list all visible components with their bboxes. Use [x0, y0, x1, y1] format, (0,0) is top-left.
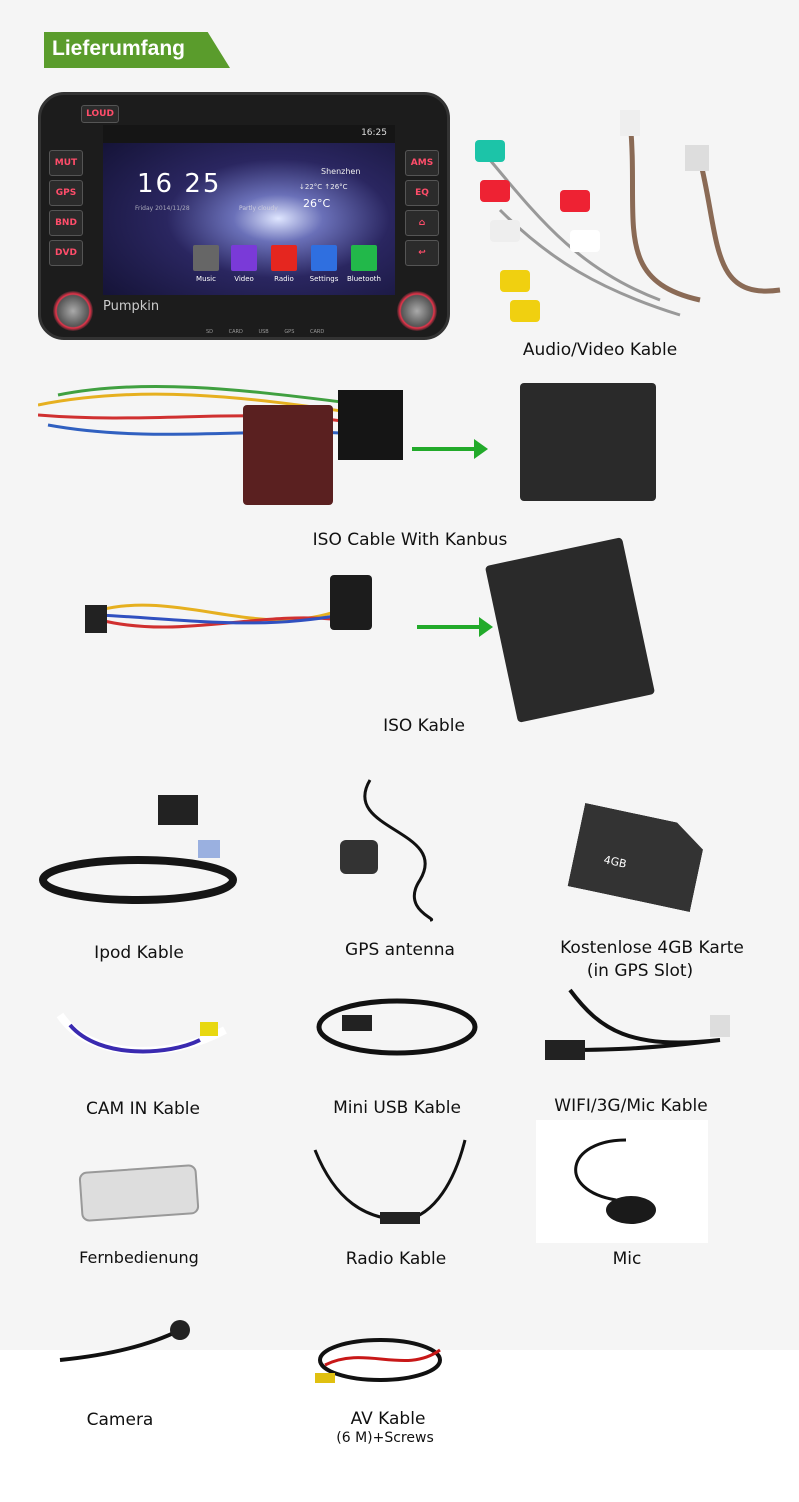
arrow-icon — [412, 439, 488, 459]
av-cable-label: Audio/Video Kable — [522, 340, 678, 360]
micro-sd-card-image: 4GB — [568, 803, 708, 912]
iso-connector-image — [484, 537, 656, 723]
app-label: Music — [196, 275, 216, 283]
av2-label: AV Kable — [350, 1409, 426, 1429]
av-cable-extension-image — [315, 1338, 442, 1383]
screen: 16:25 16 25 Friday 2014/11/28 Shenzhen ↓… — [103, 125, 395, 295]
app-label: Settings — [309, 275, 339, 283]
iso-canbus-label: ISO Cable With Kanbus — [312, 530, 508, 550]
dvd-button: DVD — [49, 240, 83, 266]
eq-button: EQ — [405, 180, 439, 206]
camera-image — [59, 1320, 190, 1362]
weather: Partly cloudy — [239, 205, 278, 212]
head-unit-image: LOUD MUT GPS BND DVD AMS EQ ⌂ ↩ Pumpkin … — [38, 92, 450, 340]
iso-canbus-cable-image — [38, 384, 403, 505]
cam-in-label: CAM IN Kable — [86, 1099, 200, 1119]
loud-button: LOUD — [81, 105, 119, 123]
temp-range: ↓22°C ↑26°C — [299, 183, 348, 191]
ams-button: AMS — [405, 150, 439, 176]
home-button: ⌂ — [405, 210, 439, 236]
date: Friday 2014/11/28 — [135, 205, 190, 212]
bnd-button: BND — [49, 210, 83, 236]
status-time: 16:25 — [361, 128, 387, 138]
radio-cable-image — [313, 1139, 467, 1224]
mini-usb-cable-image — [316, 998, 478, 1056]
temp: 26°C — [303, 197, 331, 210]
section-title: Lieferumfang — [44, 32, 230, 68]
app-label: Radio — [274, 275, 294, 283]
mic-image — [536, 1120, 708, 1243]
wifi-cable-image — [545, 988, 730, 1060]
settings-app-icon — [311, 245, 337, 271]
iso-cable-image — [85, 575, 372, 633]
mini-usb-label: Mini USB Kable — [333, 1098, 461, 1118]
radio-app-icon — [271, 245, 297, 271]
arrow-icon — [417, 617, 493, 637]
clock: 16 25 — [137, 169, 222, 199]
gps-button: GPS — [49, 180, 83, 206]
ipod-cable-image — [39, 795, 237, 904]
app-label: Video — [234, 275, 254, 283]
music-app-icon — [193, 245, 219, 271]
iso-label: ISO Kable — [383, 716, 465, 736]
ports-label: SD CARD USB GPS CARD — [206, 329, 325, 335]
card-note: (in GPS Slot) — [586, 961, 694, 981]
camera-label: Camera — [86, 1410, 154, 1430]
remote-control-image — [78, 1163, 200, 1223]
brand-watermark: Pumpkin — [103, 299, 160, 314]
av2-note: (6 M)+Screws — [336, 1430, 434, 1446]
mut-button: MUT — [49, 150, 83, 176]
iso-connector-image — [520, 383, 656, 501]
gps-label: GPS antenna — [345, 940, 455, 960]
app-label: Bluetooth — [347, 275, 381, 283]
bottom-background — [0, 1350, 799, 1502]
bluetooth-app-icon — [351, 245, 377, 271]
gps-antenna-image — [340, 779, 434, 922]
cam-in-cable-image — [56, 1012, 227, 1055]
volume-knob — [53, 291, 93, 331]
tune-knob — [397, 291, 437, 331]
video-app-icon — [231, 245, 257, 271]
mic-label: Mic — [612, 1249, 642, 1269]
wifi-label: WIFI/3G/Mic Kable — [554, 1096, 708, 1116]
card-label: Kostenlose 4GB Karte — [560, 938, 744, 958]
radio-label: Radio Kable — [345, 1249, 447, 1269]
city: Shenzhen — [321, 167, 361, 176]
ipod-label: Ipod Kable — [94, 943, 184, 963]
av-cable-image — [475, 110, 781, 322]
back-button: ↩ — [405, 240, 439, 266]
remote-label: Fernbedienung — [79, 1248, 199, 1267]
